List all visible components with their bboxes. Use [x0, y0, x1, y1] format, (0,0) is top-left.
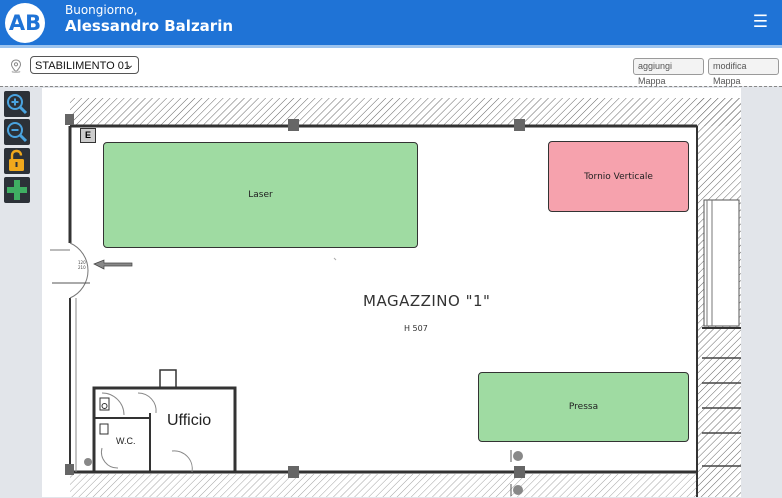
machine-tornio-verticale[interactable]: Tornio Verticale	[548, 141, 689, 212]
exit-marker: E	[80, 128, 96, 143]
unlock-icon	[9, 149, 24, 171]
chevron-down-icon: ⌄	[125, 60, 134, 71]
hamburger-icon[interactable]: ☰	[752, 12, 768, 32]
unlock-button[interactable]	[4, 148, 30, 174]
svg-text:210: 210	[78, 265, 86, 270]
room-height: H 507	[404, 324, 428, 333]
zoom-in-button[interactable]	[4, 91, 30, 117]
user-avatar[interactable]: AB	[5, 3, 45, 43]
machine-label: Laser	[248, 190, 273, 200]
room-title: MAGAZZINO "1"	[363, 292, 491, 310]
machine-label: Tornio Verticale	[584, 171, 653, 182]
machine-laser[interactable]: Laser	[103, 142, 418, 248]
plant-select[interactable]: STABILIMENTO 01 ⌄	[30, 56, 139, 74]
user-name: Alessandro Balzarin	[65, 17, 234, 35]
header-divider	[0, 45, 782, 48]
add-map-button[interactable]: aggiungi Mappa	[633, 58, 704, 86]
edit-map-button[interactable]: modifica Mappa	[708, 58, 779, 86]
zoom-out-icon	[7, 122, 28, 143]
svg-text:120: 120	[78, 260, 86, 265]
add-icon	[7, 180, 27, 200]
plant-select-value: STABILIMENTO 01	[35, 60, 130, 72]
add-element-button[interactable]	[4, 177, 30, 203]
machine-pressa[interactable]: Pressa	[478, 372, 689, 442]
zoom-in-icon	[7, 94, 28, 115]
floor-plan: 120 210 E Laser Tornio Verticale	[42, 88, 741, 497]
floor-plan-drawing: 120 210	[50, 98, 741, 497]
location-pin-icon	[10, 59, 22, 73]
machine-label: Pressa	[568, 402, 599, 412]
wc-label: W.C.	[116, 436, 136, 446]
app-header: AB Buongiorno, Alessandro Balzarin ☰	[0, 0, 782, 45]
greeting-text: Buongiorno,	[65, 3, 138, 17]
zoom-out-button[interactable]	[4, 119, 30, 145]
office-label: Ufficio	[167, 412, 212, 429]
